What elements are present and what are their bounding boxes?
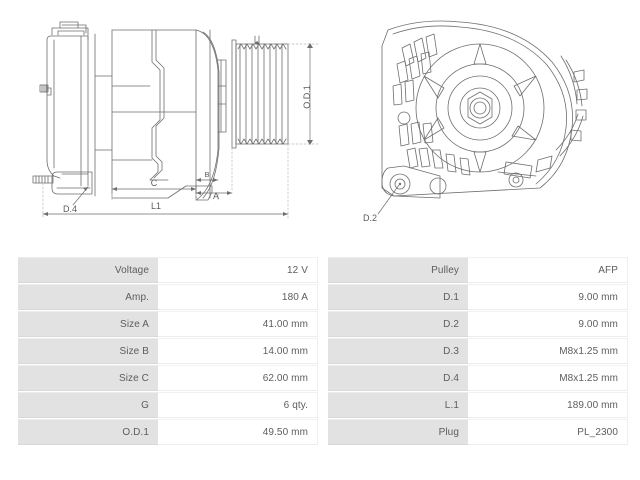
spec-table-left-body: Voltage 12 V Amp. 180 A Size A 41.00 mm … (18, 257, 318, 445)
table-row: Size A 41.00 mm (18, 311, 318, 337)
table-row: D.3 M8x1.25 mm (328, 338, 628, 364)
spec-label: D.1 (328, 284, 468, 310)
spec-label: Size C (18, 365, 158, 391)
spec-value: M8x1.25 mm (468, 338, 628, 364)
dimension-label-b: B (204, 170, 209, 179)
dimension-label-a: A (213, 191, 219, 201)
spec-value: 9.00 mm (468, 284, 628, 310)
spec-label: G (18, 392, 158, 418)
spec-label: O.D.1 (18, 419, 158, 445)
table-row: O.D.1 49.50 mm (18, 419, 318, 445)
spec-value: AFP (468, 257, 628, 283)
spec-label: Pulley (328, 257, 468, 283)
spec-value: 62.00 mm (158, 365, 318, 391)
table-row: D.4 M8x1.25 mm (328, 365, 628, 391)
spec-value: 9.00 mm (468, 311, 628, 337)
dimension-label-l1: L1 (151, 201, 161, 211)
table-row: D.1 9.00 mm (328, 284, 628, 310)
dimension-label-c: C (151, 178, 158, 188)
alternator-side-view-graphic (32, 21, 289, 201)
spec-value: 12 V (158, 257, 318, 283)
dimension-lines (42, 43, 319, 219)
table-row: Plug PL_2300 (328, 419, 628, 445)
spec-table-left: Voltage 12 V Amp. 180 A Size A 41.00 mm … (18, 256, 318, 446)
dimension-label-od1: O.D.1 (302, 85, 312, 109)
spec-table-right-body: Pulley AFP D.1 9.00 mm D.2 9.00 mm D.3 M… (328, 257, 628, 445)
spec-label: D.2 (328, 311, 468, 337)
spec-value: M8x1.25 mm (468, 365, 628, 391)
spec-label: Size B (18, 338, 158, 364)
spec-label: D.3 (328, 338, 468, 364)
table-row: G 6 qty. (18, 392, 318, 418)
spec-label: L.1 (328, 392, 468, 418)
spec-value: 6 qty. (158, 392, 318, 418)
table-row: Size C 62.00 mm (18, 365, 318, 391)
table-row: Voltage 12 V (18, 257, 318, 283)
table-row: Pulley AFP (328, 257, 628, 283)
spec-table-right: Pulley AFP D.1 9.00 mm D.2 9.00 mm D.3 M… (328, 256, 628, 446)
table-row: Size B 14.00 mm (18, 338, 318, 364)
table-row: Amp. 180 A (18, 284, 318, 310)
spec-value: 189.00 mm (468, 392, 628, 418)
spec-value: 49.50 mm (158, 419, 318, 445)
alternator-end-view-graphic (377, 20, 588, 215)
dimension-label-d4: D.4 (63, 204, 77, 214)
dimension-label-d2: D.2 (363, 213, 377, 223)
spec-label: Size A (18, 311, 158, 337)
specification-tables: Voltage 12 V Amp. 180 A Size A 41.00 mm … (0, 256, 640, 446)
spec-value: 41.00 mm (158, 311, 318, 337)
spec-value: 14.00 mm (158, 338, 318, 364)
table-row: L.1 189.00 mm (328, 392, 628, 418)
spec-label: Plug (328, 419, 468, 445)
technical-drawing: O.D.1 D.4 C B A L1 D.2 (32, 20, 588, 223)
spec-label: Amp. (18, 284, 158, 310)
spec-value: 180 A (158, 284, 318, 310)
spec-label: D.4 (328, 365, 468, 391)
spec-value: PL_2300 (468, 419, 628, 445)
table-row: D.2 9.00 mm (328, 311, 628, 337)
spec-label: Voltage (18, 257, 158, 283)
